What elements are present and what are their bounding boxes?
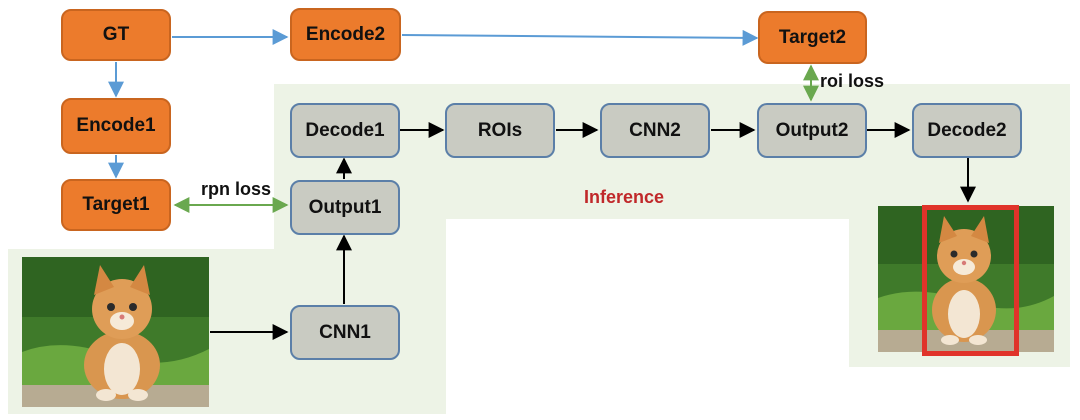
rois-node: ROIs [445,103,555,158]
cnn1-node: CNN1 [290,305,400,360]
decode1-node: Decode1 [290,103,400,158]
gt-node: GT [61,9,171,61]
input-kitten-image [22,257,209,407]
target1-node: Target1 [61,179,171,231]
output2-node: Output2 [757,103,867,158]
inference-label: Inference [584,187,665,207]
output1-node: Output1 [290,180,400,235]
roi-loss-label: roi loss [820,71,885,91]
encode2-to-target2-arrow [401,29,759,46]
decode2-node: Decode2 [912,103,1022,158]
detection-bounding-box [922,205,1019,356]
rpn-loss-label: rpn loss [201,179,272,199]
encode1-node: Encode1 [61,98,171,154]
target2-node: Target2 [758,11,867,64]
encode2-node: Encode2 [290,8,401,61]
cnn2-node: CNN2 [600,103,710,158]
